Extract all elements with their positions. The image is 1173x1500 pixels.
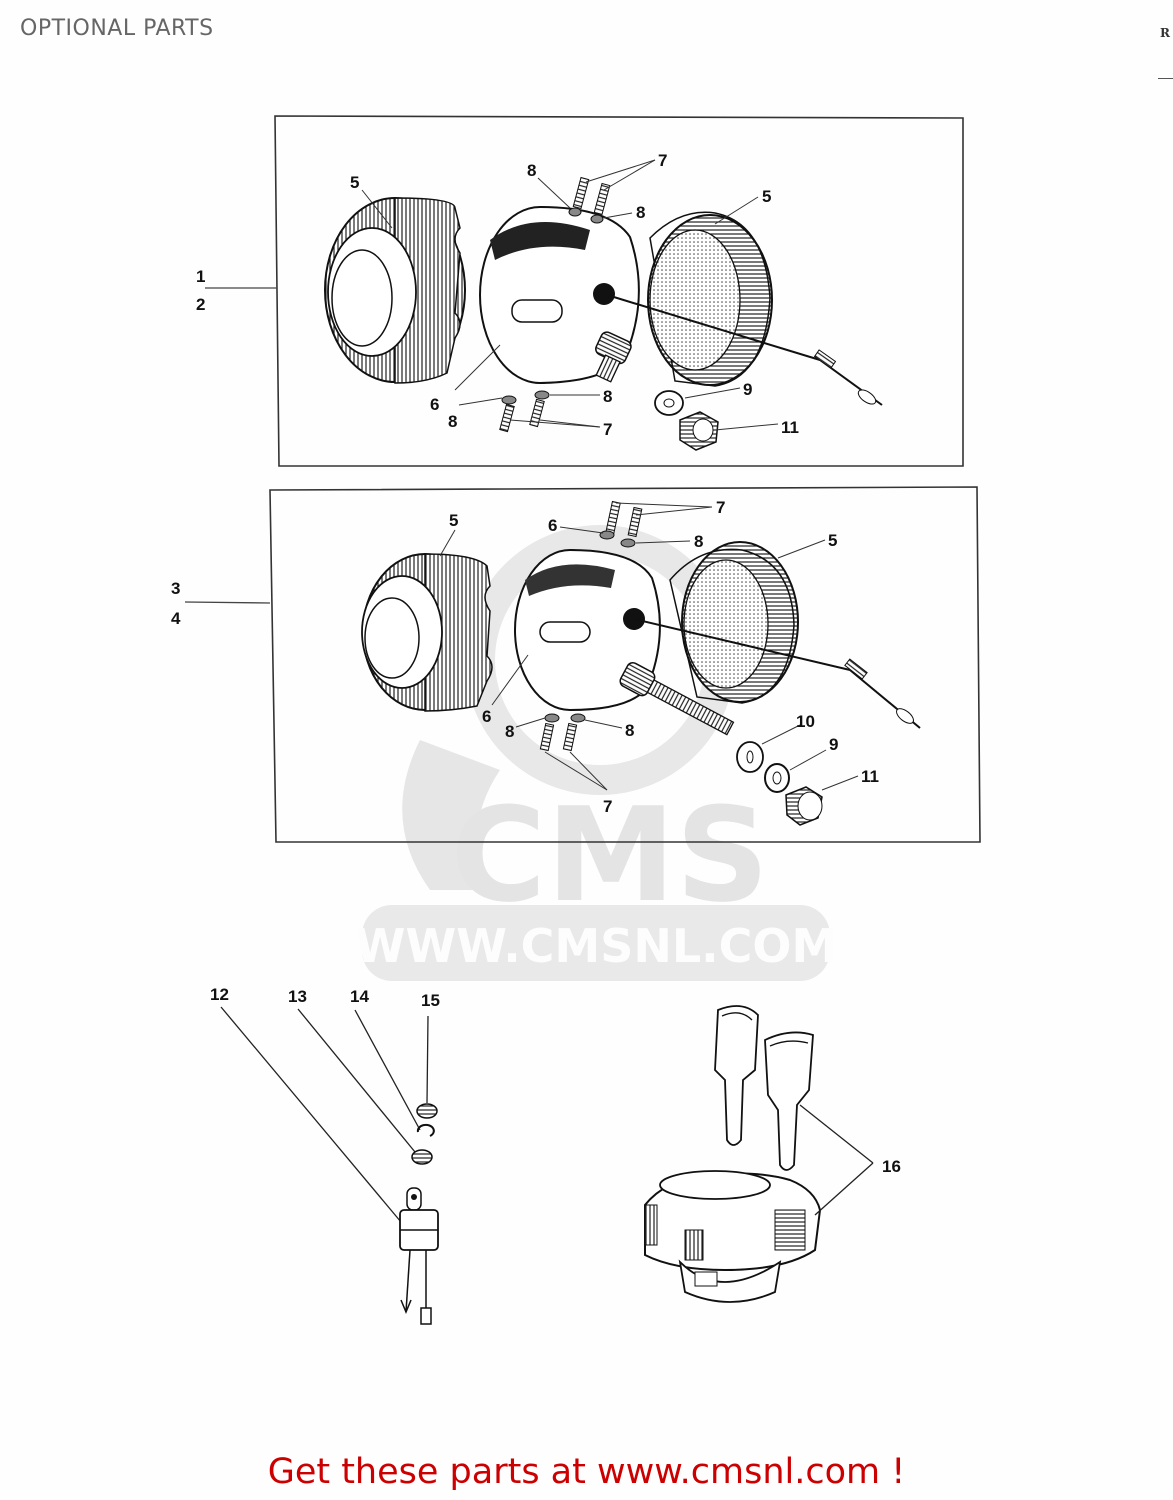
top-bolts xyxy=(568,176,611,224)
callout-5: 5 xyxy=(350,173,359,192)
page-title: OPTIONAL PARTS xyxy=(20,16,214,41)
callout-6: 6 xyxy=(482,707,491,726)
callout-5: 5 xyxy=(449,511,458,530)
watermark: CMS WWW.CMSNL.COM xyxy=(355,525,838,981)
bottom-bolts xyxy=(499,390,550,433)
callout-6: 6 xyxy=(430,395,439,414)
lamp-lens-right xyxy=(669,541,799,704)
corner-mark: R xyxy=(1160,26,1170,40)
callout-8: 8 xyxy=(603,387,612,406)
callout-6: 6 xyxy=(548,516,557,535)
lamp-lens-left xyxy=(324,197,466,384)
lower-frame xyxy=(269,486,981,843)
key-right xyxy=(764,1031,814,1171)
callout-1: 1 xyxy=(196,267,205,286)
lamp-wire xyxy=(633,618,921,729)
lamp-lens-left xyxy=(361,553,493,712)
callout-8: 8 xyxy=(694,532,703,551)
watermark-url: WWW.CMSNL.COM xyxy=(355,919,838,973)
ignition-key-set: 16 xyxy=(644,1005,901,1303)
cta-link-text[interactable]: Get these parts at www.cmsnl.com ! xyxy=(0,1452,1173,1492)
callout-9: 9 xyxy=(743,380,752,399)
nut-13 xyxy=(411,1149,433,1165)
lamp-lens-right xyxy=(647,211,773,387)
callout-12: 12 xyxy=(210,985,229,1004)
fuel-cap xyxy=(644,1170,822,1303)
upper-assembly: 1 2 5 6 xyxy=(196,115,964,467)
callout-5: 5 xyxy=(762,187,771,206)
callout-2: 2 xyxy=(196,295,205,314)
callout-11: 11 xyxy=(861,767,879,786)
washers-and-nut xyxy=(736,741,823,826)
callout-7: 7 xyxy=(603,420,612,439)
callout-7: 7 xyxy=(658,151,667,170)
lamp-housing xyxy=(479,206,640,384)
callout-7: 7 xyxy=(603,797,612,816)
bottom-bolts xyxy=(539,713,586,752)
callout-7: 7 xyxy=(716,498,725,517)
callout-15: 15 xyxy=(421,991,440,1010)
switch-body-12 xyxy=(399,1187,439,1325)
cmsnl-link[interactable]: Get these parts at www.cmsnl.com ! xyxy=(267,1452,906,1492)
callout-8: 8 xyxy=(625,721,634,740)
lamp-wire xyxy=(603,293,883,406)
washer-and-nut xyxy=(654,390,719,451)
upper-frame xyxy=(274,115,964,467)
spring-washer-14 xyxy=(416,1123,435,1137)
callout-3: 3 xyxy=(171,579,180,598)
callout-8: 8 xyxy=(448,412,457,431)
callout-11: 11 xyxy=(781,418,799,437)
callout-5: 5 xyxy=(828,531,837,550)
callout-8: 8 xyxy=(505,722,514,741)
switch-parts: 12 13 14 15 xyxy=(210,985,440,1325)
long-bolt xyxy=(619,661,735,736)
callout-8: 8 xyxy=(636,203,645,222)
callout-10: 10 xyxy=(796,712,815,731)
callout-8: 8 xyxy=(527,161,536,180)
callout-13: 13 xyxy=(288,987,307,1006)
callout-16: 16 xyxy=(882,1157,901,1176)
key-left xyxy=(714,1005,759,1146)
corner-divider xyxy=(1158,78,1173,79)
callout-9: 9 xyxy=(829,735,838,754)
callout-14: 14 xyxy=(350,987,369,1006)
lower-assembly: 3 4 5 6 6 7 xyxy=(171,486,981,843)
callout-4: 4 xyxy=(171,609,181,628)
washer-15 xyxy=(416,1103,438,1119)
